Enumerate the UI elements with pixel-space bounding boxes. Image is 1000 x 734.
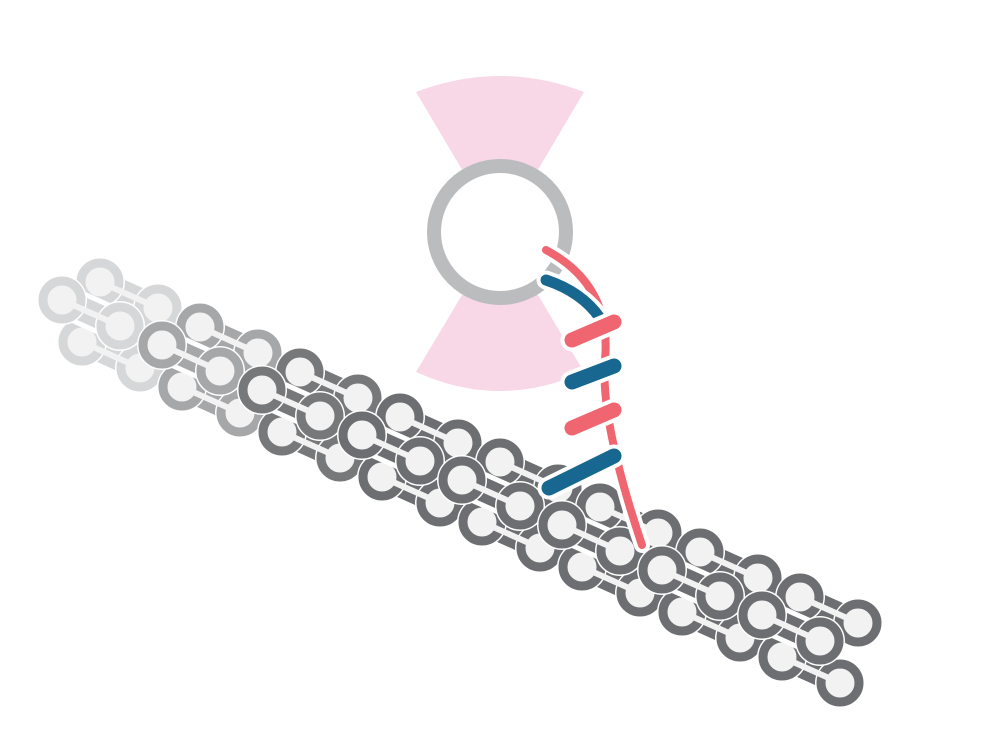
filament-unit-upper — [175, 302, 283, 378]
bar-core — [80, 339, 142, 371]
filament-unit — [437, 455, 545, 531]
filament-unit — [537, 500, 645, 576]
filament-unit-lower — [757, 632, 865, 708]
filament-unit-upper — [75, 257, 183, 333]
bar-core — [560, 522, 622, 554]
bar-core — [160, 342, 222, 374]
filament-unit-upper — [675, 527, 783, 603]
dna-band-blue — [564, 358, 622, 390]
bar-core — [198, 324, 260, 356]
bead-ring — [427, 159, 573, 305]
bar-core — [480, 519, 542, 551]
protein-filament-icon — [37, 257, 883, 708]
bar-core — [460, 477, 522, 509]
bar-core — [98, 279, 160, 311]
filament-unit — [637, 545, 745, 621]
bar-core — [180, 384, 242, 416]
dna-strand-blue — [540, 274, 606, 324]
bar-core — [780, 654, 842, 686]
bar-core — [798, 594, 860, 626]
bar-core — [580, 564, 642, 596]
bar-core — [680, 609, 742, 641]
filament-unit — [337, 410, 445, 486]
filament-unit-upper — [775, 572, 883, 648]
dna-band-blue — [541, 448, 622, 496]
bar-core — [280, 429, 342, 461]
filament-unit-upper — [275, 347, 383, 423]
bar-core — [60, 297, 122, 329]
dna-band-pink — [564, 314, 622, 348]
filament-unit — [137, 320, 245, 396]
bar-core — [698, 549, 760, 581]
dna-tether-icon — [536, 242, 650, 553]
bar-core — [360, 432, 422, 464]
trapped-bead-icon — [427, 159, 573, 305]
filament-unit — [237, 365, 345, 441]
filament-unit — [737, 590, 845, 666]
dna-band-pink — [564, 402, 622, 436]
filament-unit — [37, 275, 145, 351]
bar-core — [380, 474, 442, 506]
bar-core — [398, 414, 460, 446]
bar-core — [760, 612, 822, 644]
bar-core — [660, 567, 722, 599]
bar-core — [298, 369, 360, 401]
bar-core — [260, 387, 322, 419]
